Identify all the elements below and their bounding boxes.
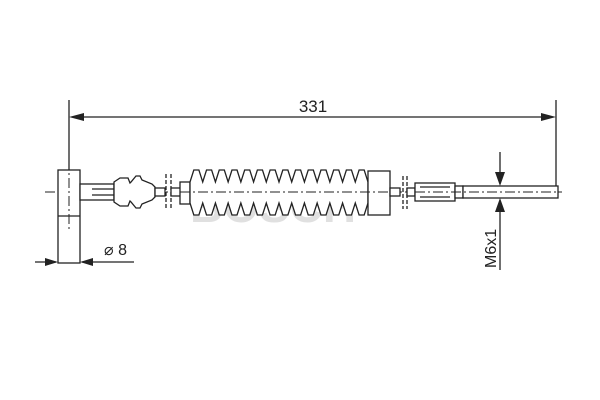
bellows (179, 169, 391, 216)
arrow-down-icon (495, 172, 505, 186)
length-label: 331 (299, 97, 327, 116)
arrow-right-icon (541, 113, 556, 121)
arrow-left-icon (69, 113, 84, 121)
arrow-up-icon (495, 198, 505, 212)
thread-label: M6x1 (483, 229, 500, 268)
diameter-dimension: ⌀ 8 (35, 242, 134, 266)
length-dimension: 331 (68, 97, 557, 192)
arrow-icon (45, 258, 58, 266)
small-boot (79, 174, 182, 209)
diameter-label: ⌀ 8 (104, 242, 127, 259)
threaded-end (389, 176, 562, 209)
arrow-icon (80, 258, 93, 266)
end-fitting-left (57, 160, 81, 264)
thread-dimension: M6x1 (483, 152, 505, 270)
